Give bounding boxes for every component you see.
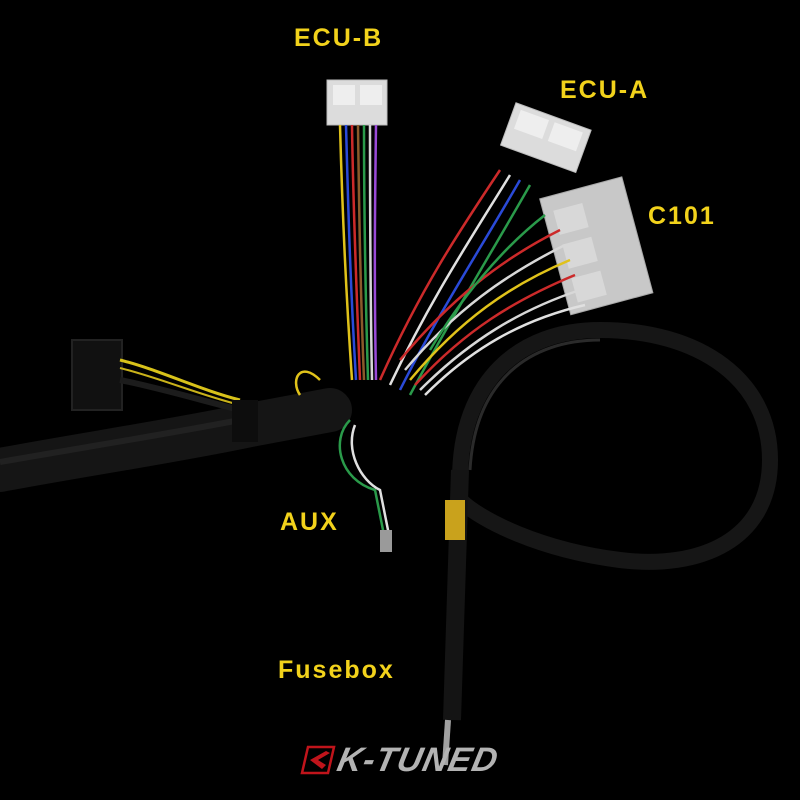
label-ecu-a: ECU-A <box>560 76 650 104</box>
logo-text: K-TUNED <box>333 741 503 779</box>
k-tuned-logo: K-TUNED <box>300 741 502 779</box>
yellow-label-sleeve <box>445 500 465 540</box>
label-ecu-b: ECU-B <box>294 24 384 52</box>
label-aux: AUX <box>280 508 339 536</box>
k-tuned-mark-icon <box>300 745 336 775</box>
label-c101: C101 <box>648 202 716 230</box>
label-fusebox: Fusebox <box>278 656 395 684</box>
